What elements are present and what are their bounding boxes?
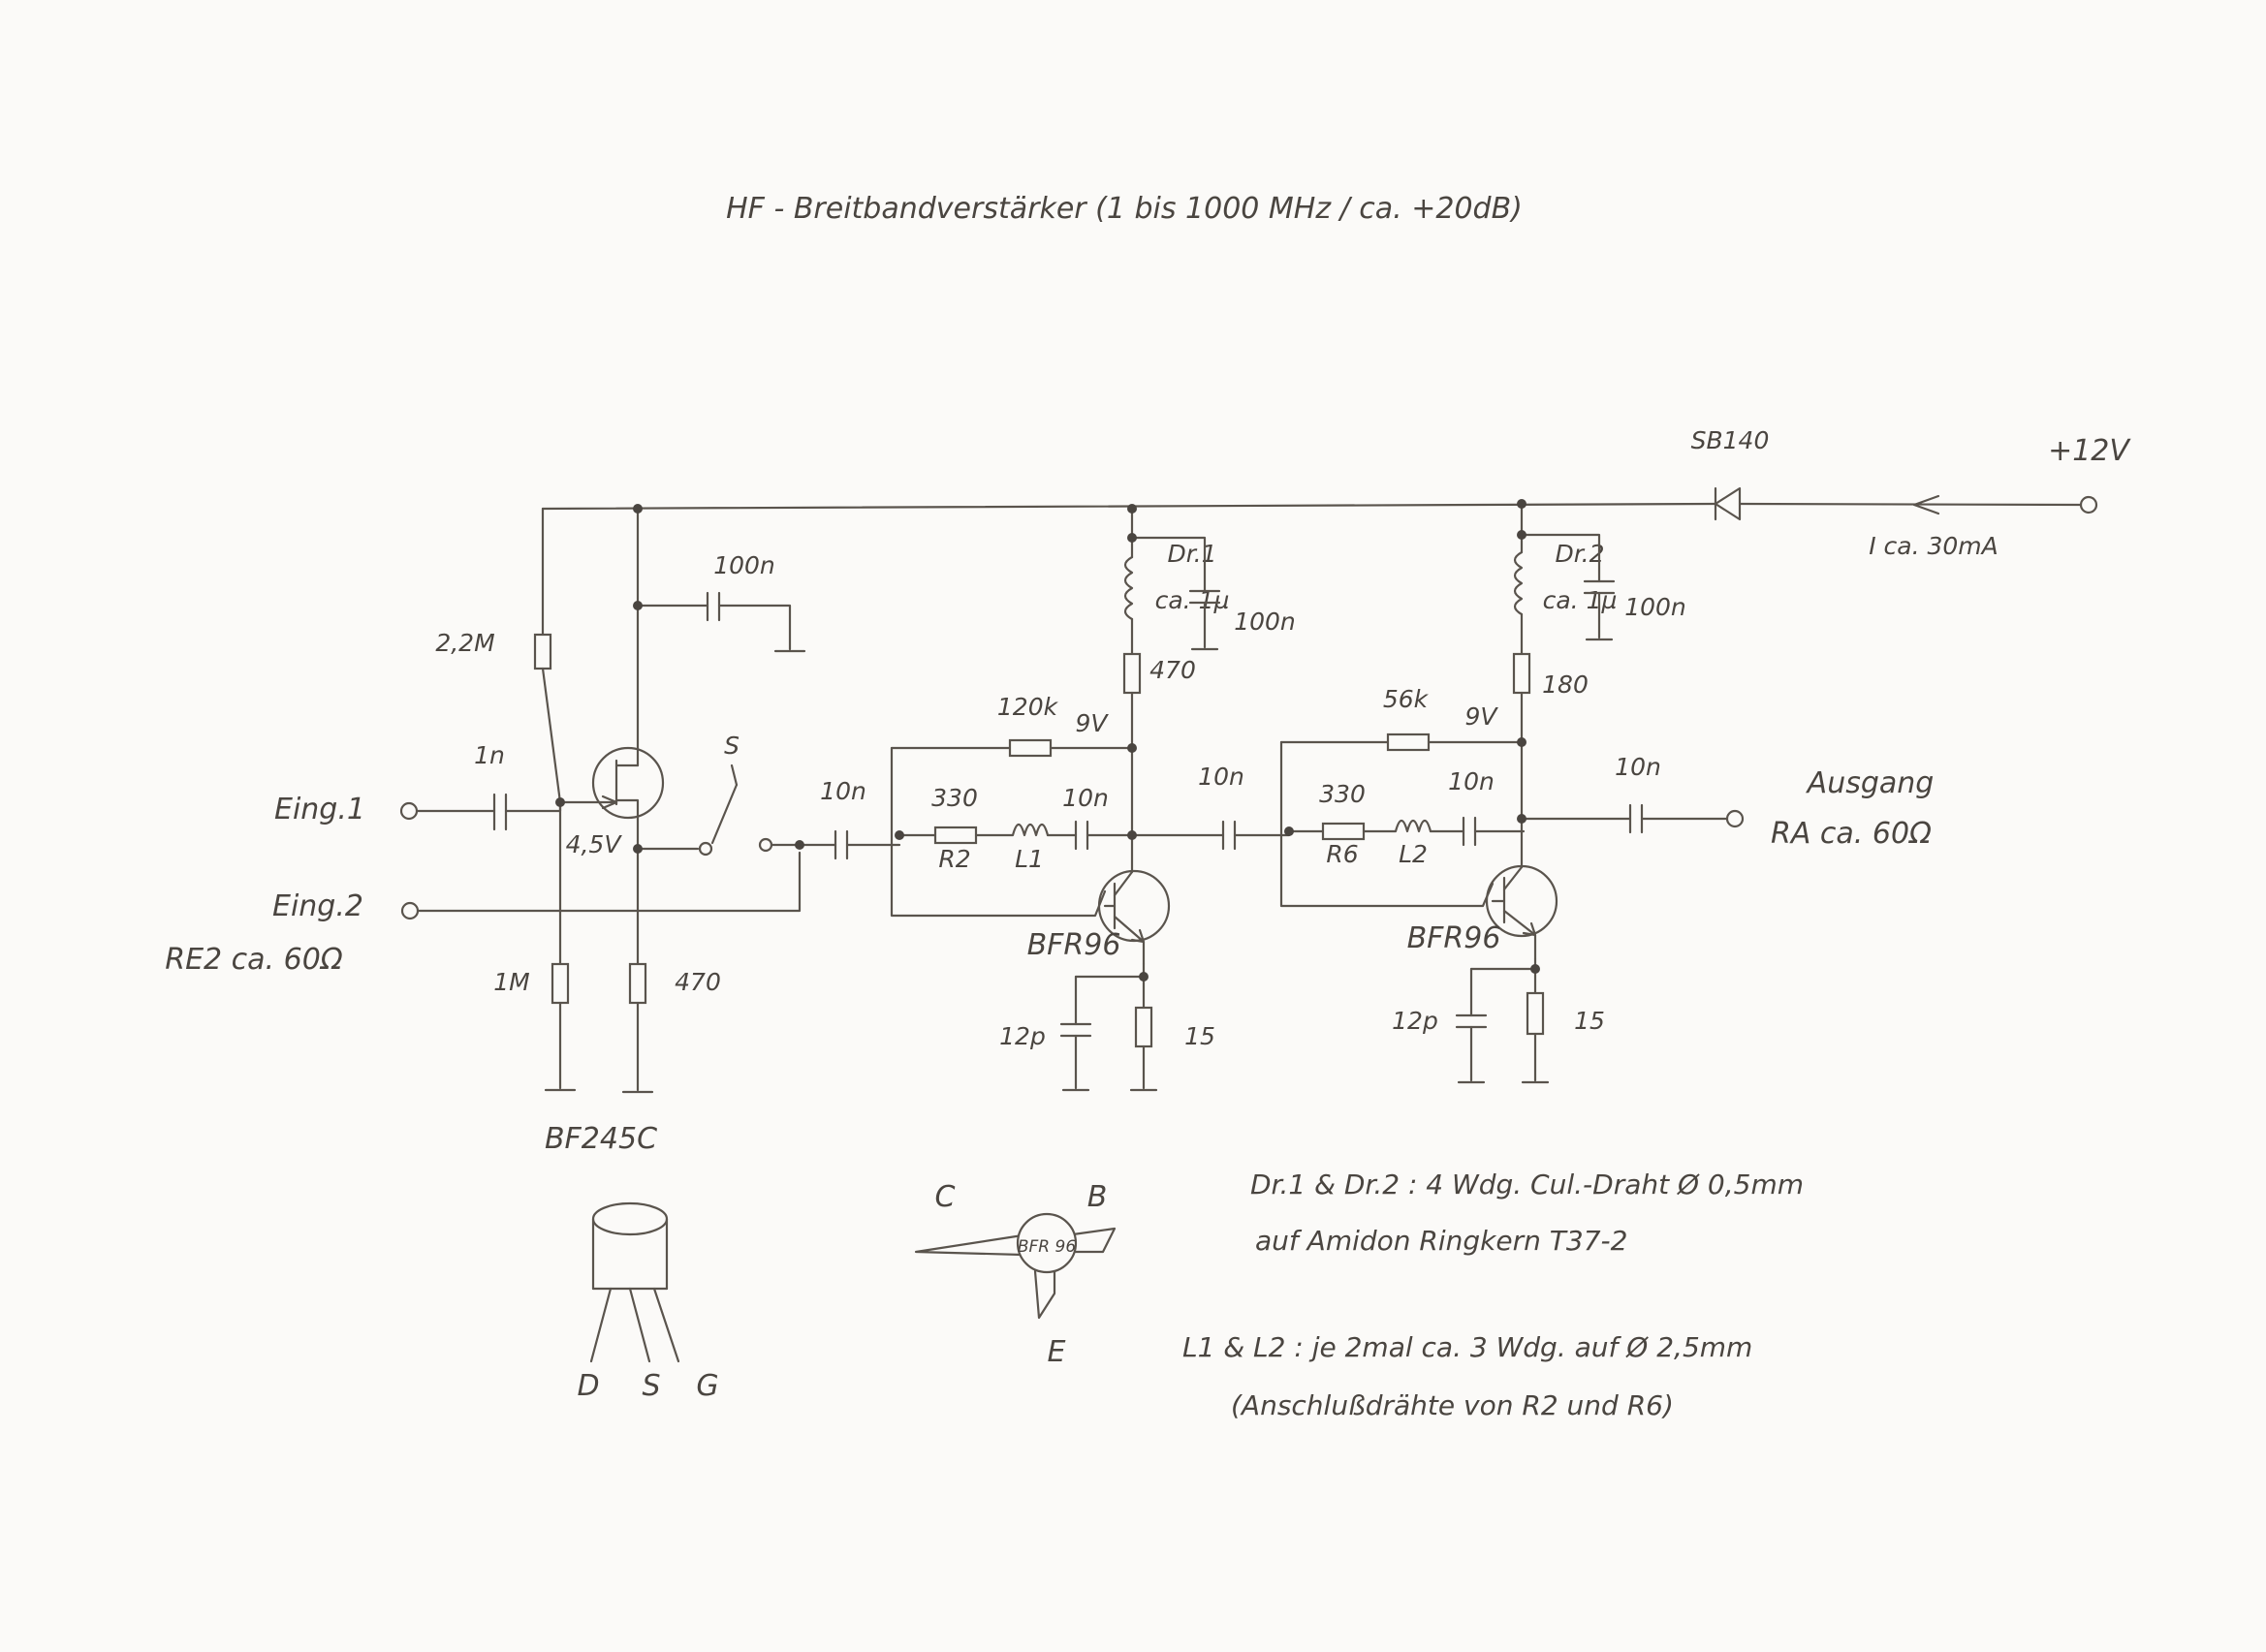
diode-label: SB140	[1691, 426, 1770, 454]
svg-text:100n: 100n	[1234, 608, 1296, 636]
fet-bf245c	[558, 746, 665, 843]
resistor-15-emitter-1	[1134, 1006, 1153, 1048]
fet-pinout: D S G	[577, 1201, 719, 1403]
resistor-2m2	[533, 633, 552, 670]
switch-pole-b[interactable]	[758, 837, 773, 853]
diagram-title: HF - Breitbandverstärker (1 bis 1000 MHz…	[726, 192, 1523, 226]
coil-l1	[974, 823, 1050, 837]
svg-text:S: S	[642, 1369, 660, 1403]
svg-text:100n: 100n	[713, 551, 775, 579]
output-label: Ausgang	[1806, 766, 1935, 800]
stage2-bfr96: 10n 120k 9V 330 R2 L1 10n Dr.1 ca. 1µ 47…	[820, 504, 1296, 1092]
note-coils-2: (Anschlußdrähte von R2 und R6)	[1231, 1389, 1674, 1421]
supply-current: I ca. 30mA	[1869, 532, 1998, 560]
resistor-r6-330	[1321, 822, 1366, 841]
svg-text:ca. 1µ: ca. 1µ	[1543, 586, 1618, 614]
svg-text:100n: 100n	[1624, 593, 1686, 621]
svg-text:56k: 56k	[1383, 685, 1430, 713]
svg-text:470: 470	[1149, 656, 1196, 684]
svg-text:12p: 12p	[1392, 1007, 1438, 1035]
resistor-15-emitter-2	[1526, 991, 1545, 1036]
svg-text:9V: 9V	[1075, 709, 1109, 737]
svg-text:15: 15	[1184, 1022, 1215, 1050]
resistor-1m	[551, 962, 570, 1005]
svg-text:9V: 9V	[1464, 702, 1498, 731]
svg-text:4,5V: 4,5V	[566, 830, 623, 858]
switch-s[interactable]	[710, 783, 739, 845]
supply-voltage: +12V	[2048, 434, 2131, 468]
svg-text:12p: 12p	[999, 1022, 1046, 1050]
svg-text:120k: 120k	[997, 693, 1059, 721]
resistor-180-collector	[1512, 652, 1531, 695]
transistor-bfr96-2	[1485, 864, 1558, 961]
resistor-470-collector	[1122, 652, 1142, 695]
choke-dr2	[1513, 550, 1524, 616]
bjt-pinout: BFR 96 C B E	[914, 1180, 1117, 1369]
resistor-120k	[1008, 738, 1053, 758]
svg-text:B: B	[1087, 1180, 1108, 1214]
svg-text:10n: 10n	[820, 777, 866, 805]
svg-text:330: 330	[1319, 780, 1366, 808]
fet-name: BF245C	[545, 1122, 657, 1156]
svg-text:BFR 96: BFR 96	[1018, 1237, 1076, 1257]
svg-text:330: 330	[931, 784, 978, 812]
svg-text:E: E	[1048, 1335, 1066, 1369]
svg-text:10n: 10n	[1615, 753, 1661, 781]
svg-text:BFR96: BFR96	[1407, 921, 1501, 955]
diode-sb140	[1714, 486, 1742, 521]
transistor-bfr96-1	[1097, 869, 1171, 966]
winding-notes: Dr.1 & Dr.2 : 4 Wdg. Cul.-Draht Ø 0,5mm …	[1182, 1169, 1804, 1421]
svg-text:S: S	[724, 732, 740, 760]
svg-text:D: D	[577, 1369, 599, 1403]
note-chokes-1: Dr.1 & Dr.2 : 4 Wdg. Cul.-Draht Ø 0,5mm	[1250, 1169, 1804, 1200]
resistor-470-source	[628, 962, 647, 1005]
stage1-fet-input: 2,2M 100n 1n Eing.1 1M	[165, 504, 837, 1156]
svg-text:R2: R2	[938, 845, 970, 873]
stage3-bfr96: 56k 9V 330 R6 L2 10n Dr.2 ca. 1µ 180 100…	[1279, 499, 1935, 1084]
output-terminal[interactable]	[1725, 809, 1745, 828]
input1-terminal[interactable]	[399, 801, 419, 821]
note-chokes-2: auf Amidon Ringkern T37-2	[1255, 1225, 1627, 1257]
svg-text:R6: R6	[1326, 840, 1358, 868]
svg-text:Dr.1: Dr.1	[1167, 540, 1216, 568]
svg-text:10n: 10n	[1062, 784, 1109, 812]
coil-l2	[1362, 819, 1432, 833]
svg-text:L1: L1	[1015, 845, 1044, 873]
supply-rail: +12V I ca. 30mA SB140	[541, 426, 2131, 637]
svg-text:10n: 10n	[1198, 763, 1244, 791]
svg-text:2,2M: 2,2M	[435, 629, 494, 657]
input1-label: Eing.1	[274, 793, 365, 826]
input2-impedance: RE2 ca. 60Ω	[165, 943, 343, 977]
svg-text:1n: 1n	[474, 741, 505, 769]
svg-text:10n: 10n	[1448, 767, 1495, 795]
input2-terminal[interactable]	[400, 901, 420, 920]
svg-text:G: G	[696, 1369, 718, 1403]
svg-text:470: 470	[675, 968, 721, 996]
svg-text:L2: L2	[1399, 840, 1428, 868]
supply-terminal[interactable]	[2079, 495, 2098, 514]
svg-text:15: 15	[1574, 1007, 1605, 1035]
svg-text:1M: 1M	[493, 968, 529, 996]
input2-label: Eing.2	[272, 889, 363, 923]
output-impedance: RA ca. 60Ω	[1771, 817, 1932, 851]
choke-dr1	[1123, 555, 1134, 621]
svg-text:BFR96: BFR96	[1027, 928, 1121, 962]
note-coils-1: L1 & L2 : je 2mal ca. 3 Wdg. auf Ø 2,5mm	[1182, 1331, 1752, 1363]
resistor-56k	[1386, 732, 1431, 752]
svg-text:Dr.2: Dr.2	[1555, 540, 1604, 568]
switch-pole-a[interactable]	[698, 841, 713, 857]
svg-text:180: 180	[1542, 670, 1589, 699]
svg-text:C: C	[935, 1180, 956, 1214]
resistor-r2-330	[933, 826, 978, 845]
